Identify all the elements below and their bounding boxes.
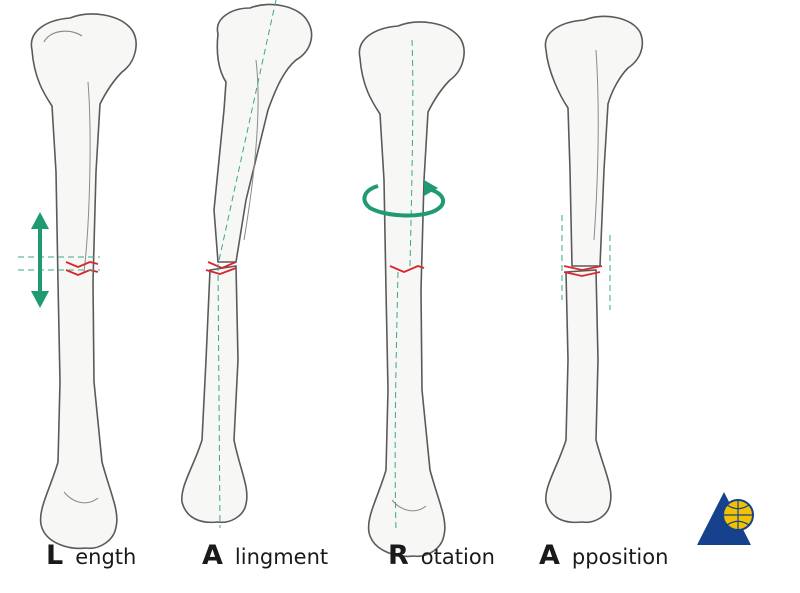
label-apposition: A pposition — [539, 540, 668, 580]
label-length: L ength — [46, 540, 136, 580]
label-rotation-initial: R — [388, 540, 409, 571]
double-arrow-icon — [31, 212, 49, 308]
bone-alignment — [181, 0, 313, 529]
label-apposition-initial: A — [539, 540, 560, 571]
label-rotation: R otation — [388, 540, 495, 580]
bone-rotation — [358, 21, 465, 558]
label-alignment-initial: A — [202, 540, 223, 571]
label-rotation-rest: otation — [420, 545, 495, 569]
label-apposition-rest: pposition — [571, 545, 669, 569]
rotation-arrow-icon — [362, 180, 445, 218]
ao-logo-icon — [697, 492, 754, 545]
fracture-line — [65, 261, 99, 268]
label-alignment-rest: lingment — [234, 545, 329, 569]
fracture-line — [207, 261, 237, 269]
label-alignment: A lingment — [202, 540, 328, 580]
bone-apposition — [544, 15, 644, 524]
label-length-initial: L — [46, 540, 64, 571]
label-length-rest: ength — [75, 545, 137, 569]
bone-length — [18, 13, 137, 550]
fracture-line — [563, 265, 603, 271]
fracture-line — [389, 265, 425, 273]
